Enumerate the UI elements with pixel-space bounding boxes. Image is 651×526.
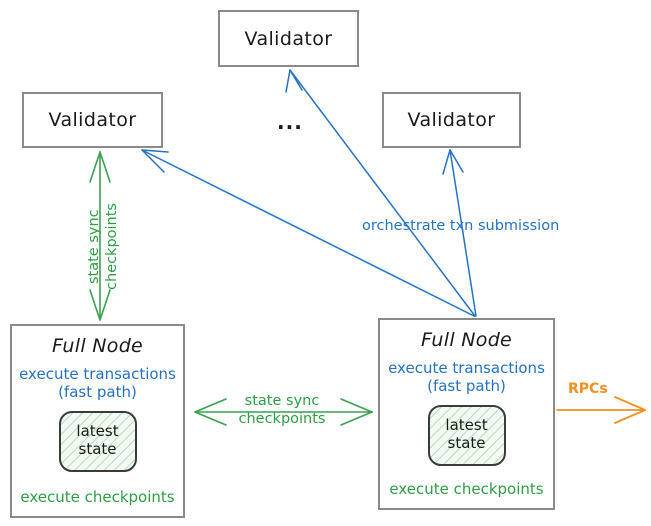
validator-box-right[interactable]: Validator: [382, 92, 521, 148]
fullnode-right-title: Full Node: [420, 329, 513, 351]
latest-state-left-line2: state: [78, 440, 117, 459]
validator-left-label: Validator: [48, 109, 137, 131]
fullnode-right-blue-line2: (fast path): [427, 377, 506, 396]
state-sync-horizontal-label: state sync checkpoints: [227, 392, 337, 428]
latest-state-right-line2: state: [447, 434, 486, 453]
latest-state-right-line1: latest: [445, 416, 488, 435]
state-sync-vertical-label-line1: state sync: [86, 209, 102, 284]
validator-ellipsis: ...: [277, 110, 303, 134]
edge-rpcs: [556, 396, 646, 424]
fullnode-left-title: Full Node: [51, 335, 144, 357]
state-sync-horizontal-line1: state sync: [244, 393, 320, 409]
latest-state-left-line1: latest: [76, 422, 119, 441]
validator-box-left[interactable]: Validator: [22, 92, 163, 148]
fullnode-box-right[interactable]: Full Node execute transactions (fast pat…: [378, 318, 555, 510]
fullnode-right-blue-text: execute transactions (fast path): [388, 359, 545, 396]
fullnode-left-blue-line2: (fast path): [58, 383, 137, 402]
fullnode-left-blue-line1: execute transactions: [19, 365, 176, 383]
fullnode-box-left[interactable]: Full Node execute transactions (fast pat…: [10, 324, 185, 518]
latest-state-store-right[interactable]: latest state: [427, 404, 506, 466]
fullnode-right-green-footer: execute checkpoints: [389, 479, 544, 498]
fullnode-right-blue-line1: execute transactions: [388, 359, 545, 377]
fullnode-left-green-footer: execute checkpoints: [20, 487, 175, 506]
validator-top-label: Validator: [244, 27, 333, 50]
fullnode-left-blue-text: execute transactions (fast path): [19, 365, 176, 402]
rpcs-label: RPCs: [568, 381, 608, 397]
orchestrate-txn-submission-label: orchestrate txn submission: [362, 218, 560, 234]
state-sync-vertical-label-line2: checkpoints: [104, 203, 120, 290]
validator-right-label: Validator: [407, 109, 496, 131]
latest-state-store-left[interactable]: latest state: [58, 410, 137, 472]
validator-box-top[interactable]: Validator: [218, 10, 359, 67]
state-sync-horizontal-line2: checkpoints: [238, 411, 326, 428]
